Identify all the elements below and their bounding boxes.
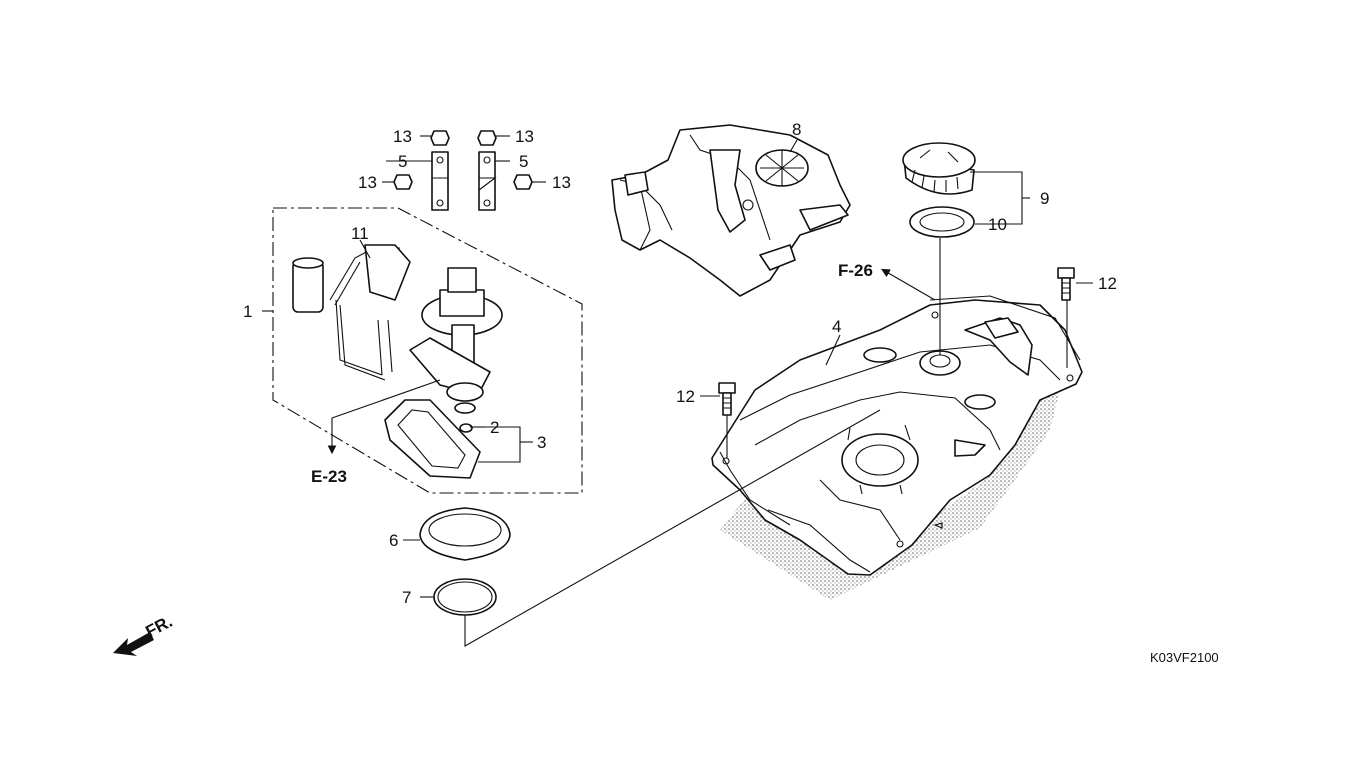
tank-bolt-right xyxy=(1057,267,1075,301)
tank-bolt-left xyxy=(718,382,736,416)
callout-labels: 1 2 3 4 5 5 6 7 8 9 10 11 12 12 13 13 13… xyxy=(243,120,1117,607)
callout-5a: 5 xyxy=(398,152,407,171)
callout-13d: 13 xyxy=(552,173,571,192)
pump-assembly-outline xyxy=(272,207,583,494)
callout-8: 8 xyxy=(792,120,801,139)
callout-12a: 12 xyxy=(1098,274,1117,293)
mounting-bracket-left xyxy=(431,151,449,211)
callout-13b: 13 xyxy=(515,127,534,146)
leader-lines xyxy=(262,135,1093,647)
callout-10: 10 xyxy=(988,215,1007,234)
callout-12b: 12 xyxy=(676,387,695,406)
callout-6: 6 xyxy=(389,531,398,550)
pump-o-ring xyxy=(433,578,497,616)
callout-11: 11 xyxy=(351,224,369,243)
strainer-seal xyxy=(459,423,473,433)
fuel-cap-seal xyxy=(909,206,975,238)
fuel-pump-assembly xyxy=(292,244,503,414)
callout-3: 3 xyxy=(537,433,546,452)
reference-f26: F-26 xyxy=(838,261,873,280)
pump-mounting-ring xyxy=(419,507,511,561)
reference-e23: E-23 xyxy=(311,467,347,486)
callout-4: 4 xyxy=(832,317,841,336)
callout-13c: 13 xyxy=(358,173,377,192)
mounting-bracket-right xyxy=(478,151,497,211)
pump-filter-strainer xyxy=(384,399,481,479)
fuel-cap xyxy=(902,142,976,195)
bracket-nuts xyxy=(393,130,533,190)
callout-5b: 5 xyxy=(519,152,528,171)
fuel-tank xyxy=(711,295,1083,600)
callout-13a: 13 xyxy=(393,127,412,146)
callout-2: 2 xyxy=(490,418,499,437)
callout-7: 7 xyxy=(402,588,411,607)
drawing-code: K03VF2100 xyxy=(1150,650,1219,665)
tank-cover xyxy=(611,124,851,297)
callout-1: 1 xyxy=(243,302,252,321)
front-direction-arrow: FR. xyxy=(113,612,176,656)
callout-9: 9 xyxy=(1040,189,1049,208)
